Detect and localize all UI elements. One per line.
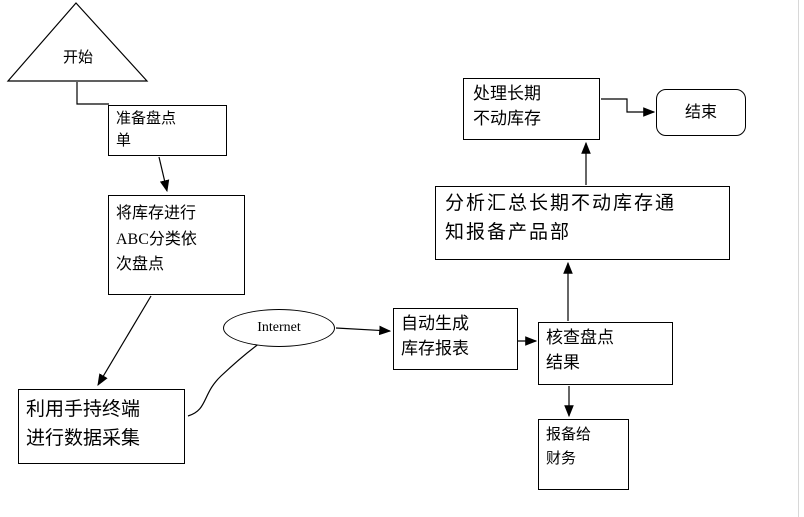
edge-prep-to-abc — [158, 156, 170, 193]
edge-handheld-to-internet — [187, 342, 261, 417]
edge-internet-to-autogen — [335, 325, 392, 336]
edge-handle-to-end — [601, 98, 656, 117]
node-report-to-finance: 报备给 财务 — [538, 419, 629, 490]
node-start-label: 开始 — [62, 50, 93, 66]
node-analyze-summary: 分析汇总长期不动库存通 知报备产品部 — [435, 186, 730, 260]
node-handle-stagnant-stock: 处理长期 不动库存 — [463, 78, 600, 140]
node-end: 结束 — [656, 89, 746, 136]
node-verify-count-result: 核查盘点 结果 — [538, 322, 673, 385]
node-auto-generate-report: 自动生成 库存报表 — [393, 308, 518, 370]
window-right-edge — [798, 0, 799, 517]
node-prepare-checklist: 准备盘点 单 — [108, 105, 227, 156]
start-triangle — [6, 2, 149, 82]
node-abc-classification: 将库存进行 ABC分类依 次盘点 — [108, 195, 245, 295]
edge-start-to-prep — [76, 82, 109, 105]
edge-abc-to-handheld — [97, 295, 152, 387]
node-internet-ellipse: Internet — [223, 309, 335, 347]
node-handheld-data-collection: 利用手持终端 进行数据采集 — [18, 389, 185, 464]
